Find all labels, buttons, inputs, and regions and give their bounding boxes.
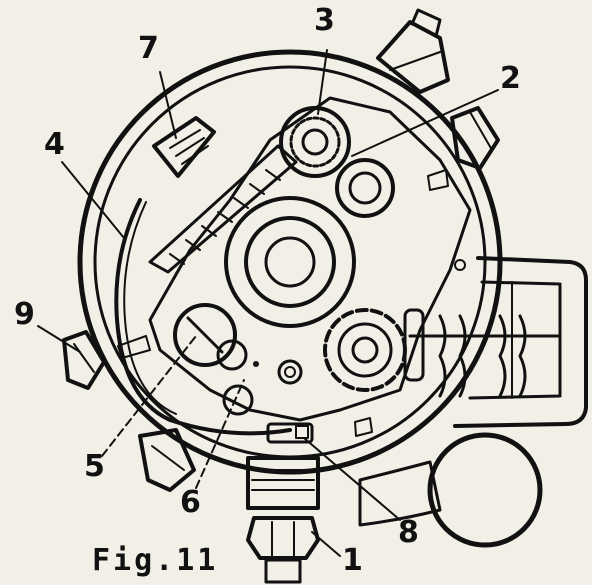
callout-6: 6 [180,485,201,520]
callout-2: 2 [500,61,521,96]
vacuum-unit-inner [468,280,562,400]
callout-3: 3 [314,3,335,38]
callout-9: 9 [14,297,35,332]
baseplate [148,96,472,422]
cap-clip-lower-left [138,428,196,492]
callout-7: 7 [138,31,159,66]
distributor-cam [224,196,356,328]
lock-screw [173,303,248,371]
terminal-clip-7 [152,116,216,178]
vacuum-spring [403,308,562,398]
contact-breaker-arm [148,144,298,274]
terminal-block [266,422,314,444]
rivet [277,359,303,385]
arm-pivot [279,106,351,178]
vacuum-unit-housing [453,256,588,428]
adjuster-gear [323,308,407,392]
housing-outer-ring [77,49,503,475]
callout-5: 5 [84,449,105,484]
lead-wire [114,198,292,436]
callout-4: 4 [44,127,65,162]
cap-clip-left [62,330,106,390]
figure-caption: Fig.11 [92,543,219,578]
callout-1: 1 [342,543,363,578]
cap-clip-right [450,106,500,170]
contact-point [335,158,395,218]
vacuum-chamber-bracket [358,460,442,527]
adjust-screw [222,384,254,416]
callout-8: 8 [398,515,419,550]
drive-shaft-nut [246,456,320,584]
cap-clip-top [376,8,450,94]
leader-lines [37,49,499,557]
vacuum-chamber [427,432,543,548]
